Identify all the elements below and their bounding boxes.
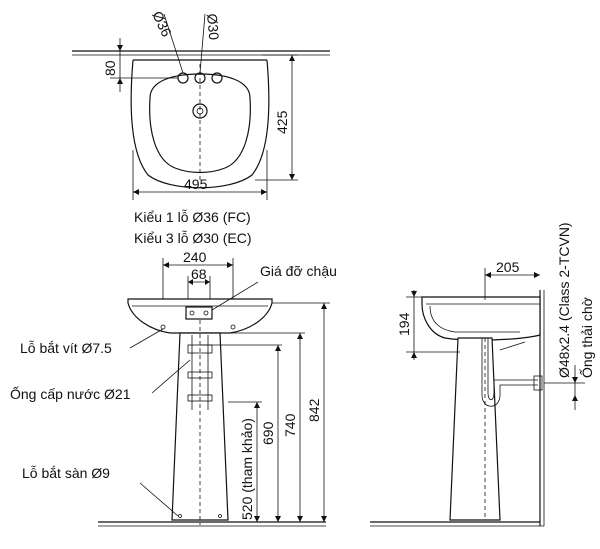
dim-205: 205 — [496, 259, 520, 275]
top-view: Ø36 Ø30 80 425 495 — [72, 9, 330, 200]
dim-68: 68 — [191, 266, 207, 282]
supply-pipe-label: Ống cấp nước Ø21 — [10, 385, 131, 402]
basin-outline-top — [130, 59, 270, 189]
pipe-spec-label: Ø48x2.4 (Class 2-TCVN) — [556, 222, 572, 378]
screw-hole-right — [230, 324, 236, 330]
drain-trap — [481, 338, 538, 407]
drain-pipe-label: Ống thải chờ — [578, 297, 595, 378]
faucet-hole-right — [211, 72, 223, 84]
dim-hole-30: Ø30 — [204, 13, 222, 41]
dim-hole-36: Ø36 — [149, 9, 175, 40]
basin-side — [421, 296, 541, 341]
basin-bracket — [185, 306, 213, 320]
basin-bowl-top — [149, 73, 251, 174]
dim-240: 240 — [183, 249, 207, 265]
dim-495: 495 — [184, 176, 208, 192]
model-3hole: Kiểu 3 lỗ Ø30 (EC) — [134, 230, 252, 246]
dim-80: 80 — [102, 60, 118, 76]
dim-842: 842 — [306, 398, 322, 422]
screw-hole-label: Lỗ bắt vít Ø7.5 — [20, 340, 112, 356]
bracket-label: Giá đỡ chậu — [260, 263, 337, 279]
dim-740: 740 — [282, 413, 298, 437]
dim-520: 520 (tham khảo) — [239, 418, 255, 520]
drain-hole — [192, 103, 208, 119]
model-1hole: Kiểu 1 lỗ Ø36 (FC) — [134, 209, 251, 225]
pedestal-side — [449, 337, 501, 521]
side-view: 205 194 Ø48x2.4 (Class 2-TCVN) Ống thải … — [370, 222, 595, 527]
dim-425: 425 — [274, 110, 290, 134]
dim-690: 690 — [260, 421, 276, 445]
floor-hole-label: Lỗ bắt sàn Ø9 — [22, 465, 110, 481]
dim-194: 194 — [396, 312, 412, 336]
front-view: 240 68 Giá đỡ chậu Lỗ bắt vít Ø7.5 — [10, 249, 337, 527]
